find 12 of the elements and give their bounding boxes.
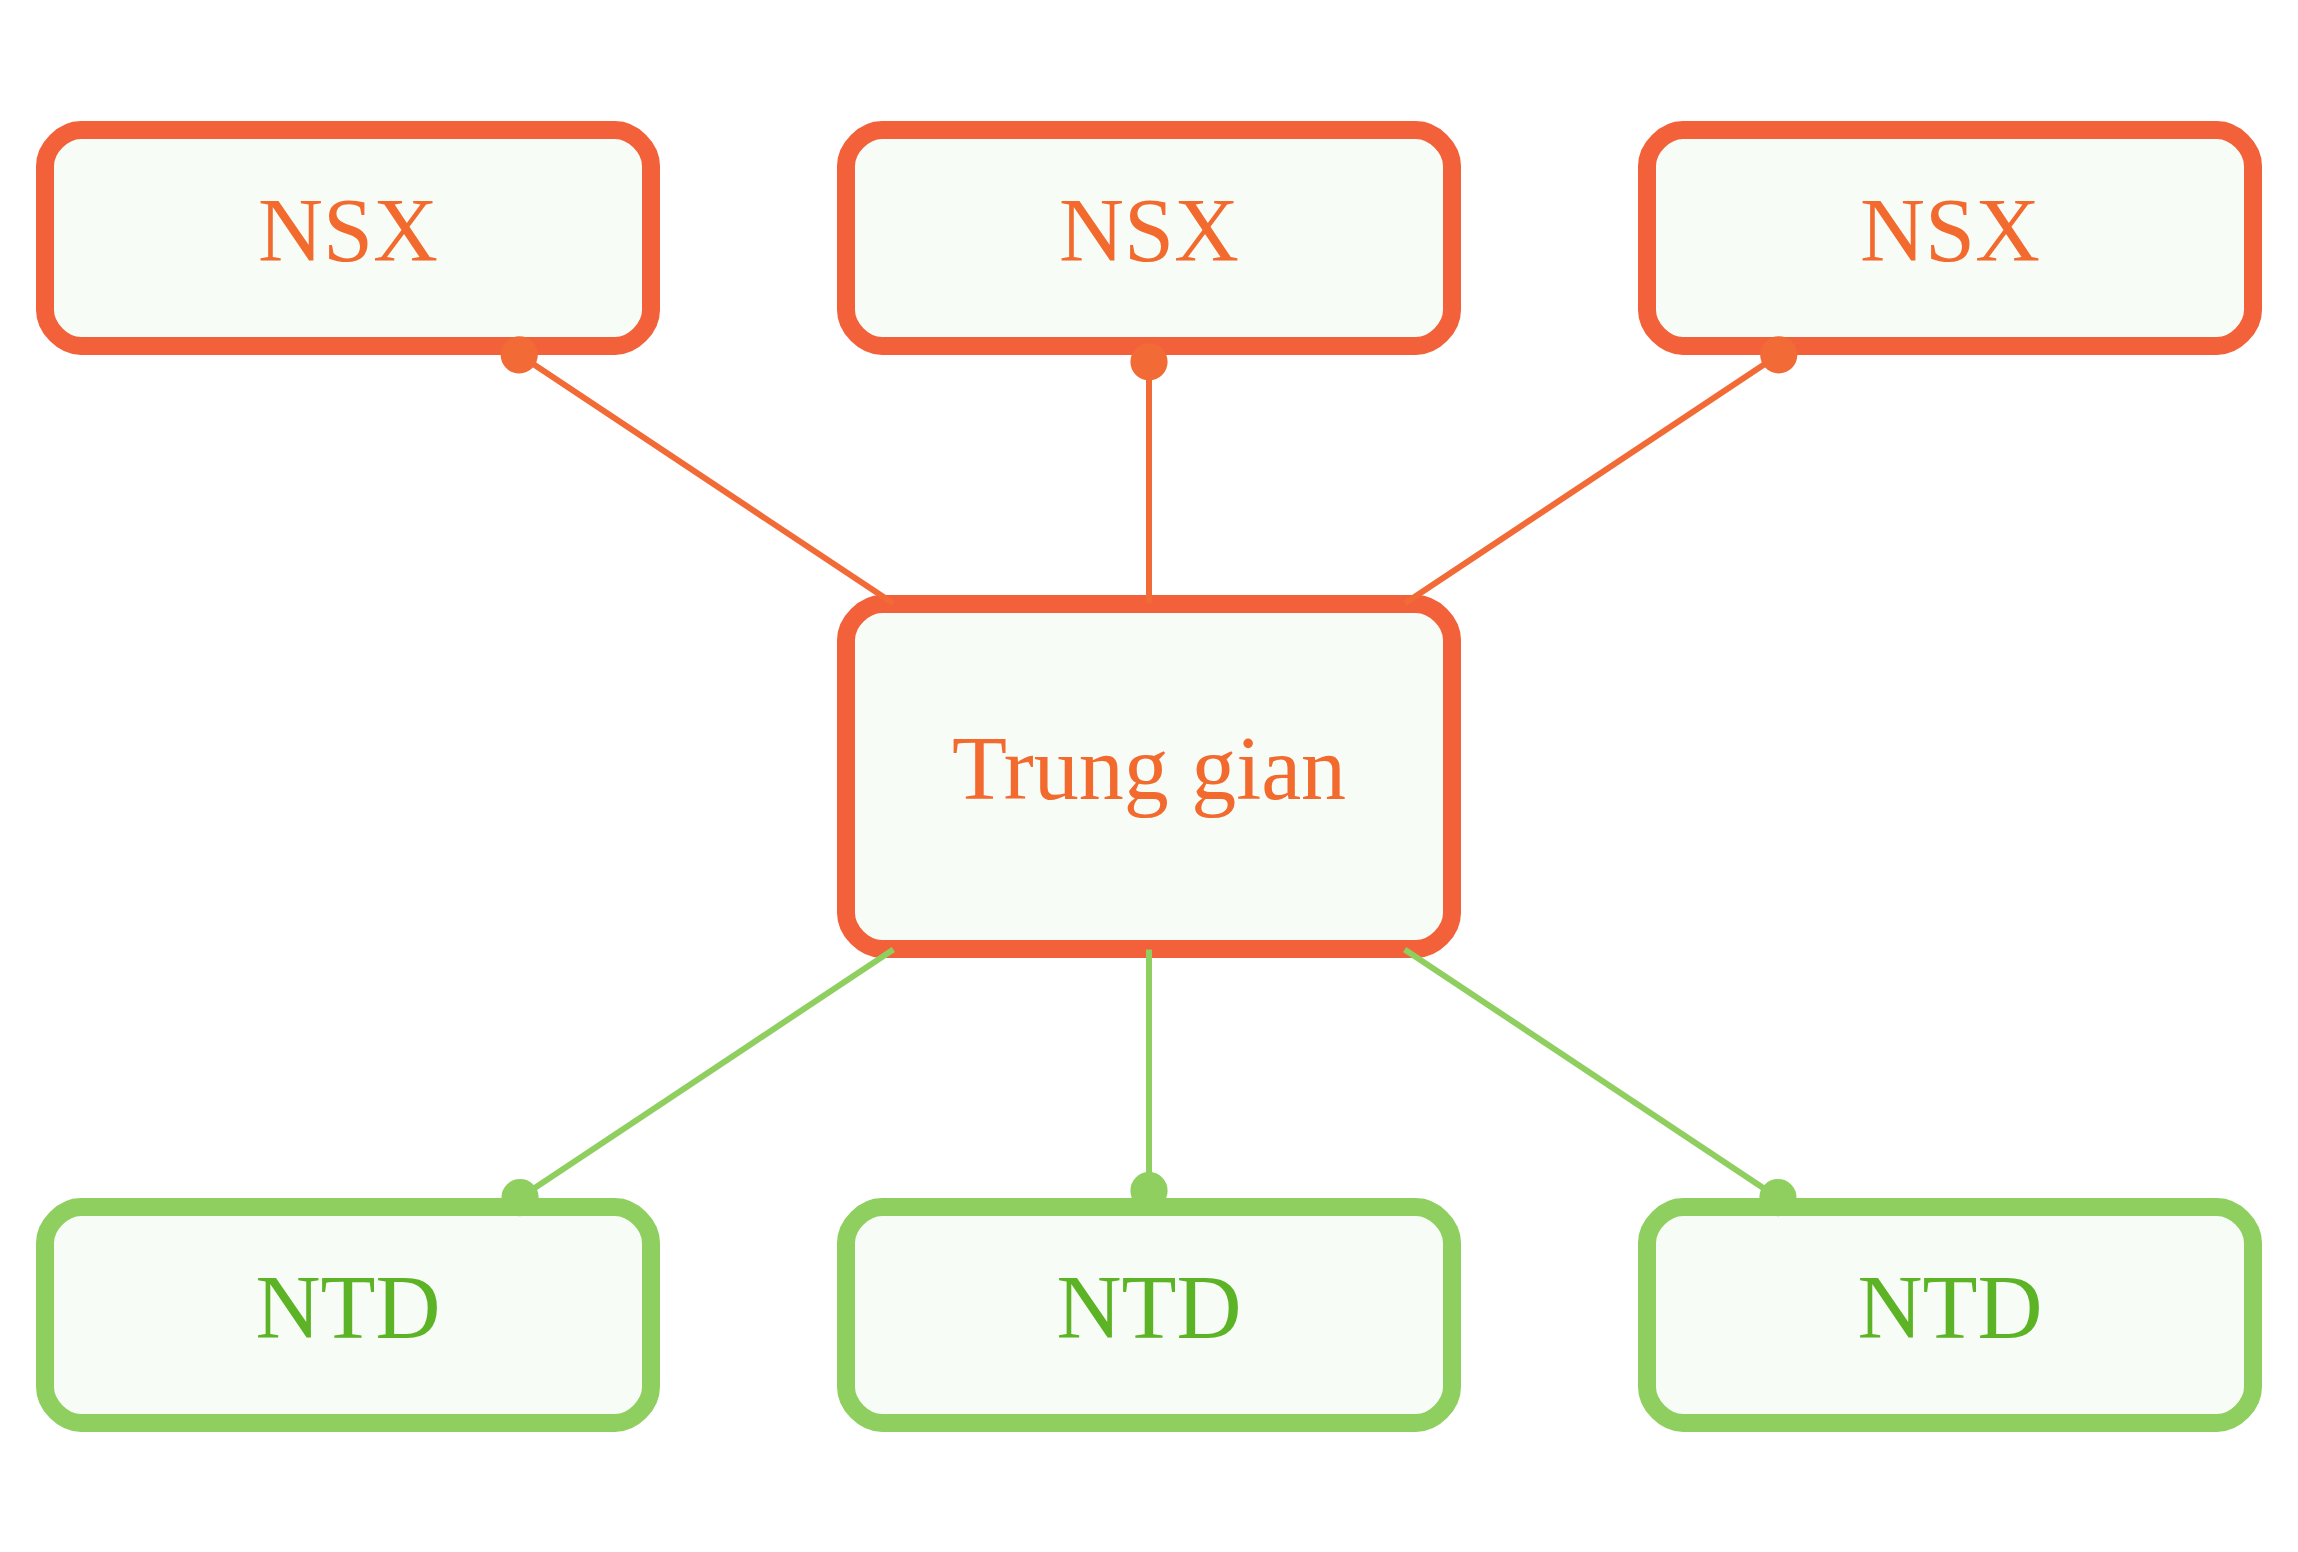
- node-box: NTD: [837, 1197, 1461, 1432]
- node-box: NSX: [36, 120, 660, 355]
- node-box: Trung gian: [837, 594, 1461, 958]
- node-box: NTD: [36, 1197, 660, 1432]
- connector: [500, 335, 895, 606]
- connector: [1403, 335, 1798, 606]
- connector: [501, 946, 896, 1216]
- node-box: NSX: [1638, 120, 2262, 355]
- node-box: NSX: [837, 120, 1461, 355]
- connector: [1130, 342, 1168, 604]
- node-box: NTD: [1638, 1197, 2262, 1432]
- connector: [1402, 946, 1797, 1216]
